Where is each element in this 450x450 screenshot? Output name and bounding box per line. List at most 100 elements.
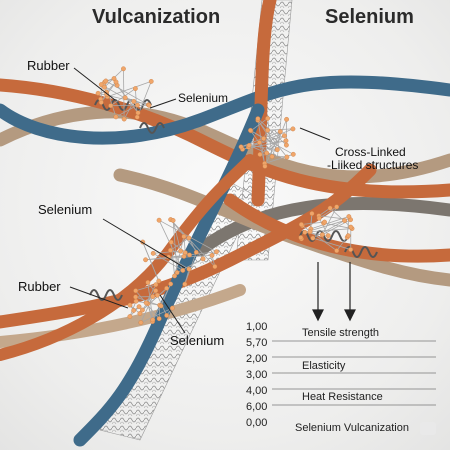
selenium-atom	[269, 154, 275, 159]
leader-selenium-mid	[102, 218, 186, 269]
selenium-atom	[327, 205, 333, 211]
selenium-atom	[133, 298, 139, 304]
leader-rubber-bottom	[69, 286, 129, 309]
selenium-atom	[121, 116, 127, 122]
atom-bond	[183, 236, 186, 253]
atom-bond	[250, 118, 268, 132]
atom-bond	[142, 241, 160, 282]
selenium-atom	[98, 82, 104, 87]
selenium-atom	[133, 288, 139, 294]
label-selenium-bottom: Selenium	[170, 333, 225, 348]
selenium-atom	[193, 249, 199, 255]
selenium-atom	[248, 127, 253, 133]
selenium-atom	[182, 281, 188, 287]
atom-bond	[145, 254, 213, 261]
spring-coil-top	[94, 99, 152, 111]
selenium-atom	[156, 278, 162, 284]
atom-bond	[140, 307, 173, 323]
selenium-atom	[135, 110, 141, 116]
atom-bond	[271, 119, 287, 157]
table-tick: 6,00	[246, 401, 268, 413]
selenium-atom	[182, 250, 188, 256]
atom-bond	[318, 206, 337, 219]
selenium-atom	[111, 76, 117, 81]
atom-bond	[267, 118, 273, 157]
row-tensile-strength: Tensile strength	[302, 327, 380, 339]
selenium-atom	[342, 218, 347, 223]
atom-bond	[135, 284, 156, 292]
atom-bond	[147, 282, 158, 296]
selenium-atom	[334, 248, 340, 254]
selenium-atom-cluster	[95, 66, 154, 122]
atom-bond	[309, 228, 353, 233]
table-tick: 5,70	[246, 337, 268, 349]
atom-bond	[318, 218, 329, 236]
copper-fiber-right	[223, 193, 450, 263]
selenium-atom	[150, 317, 156, 323]
leader-rubber-top	[73, 67, 116, 101]
selenium-atom	[348, 224, 354, 230]
selenium-atom-cluster	[140, 217, 219, 287]
selenium-atom	[178, 248, 184, 254]
atom-bond	[248, 135, 285, 148]
table-tick: 0,00	[246, 417, 268, 429]
selenium-atom	[145, 280, 151, 285]
atom-bond	[312, 220, 345, 239]
selenium-atom	[334, 204, 340, 210]
selenium-atom	[283, 138, 289, 144]
selenium-atom	[135, 102, 140, 108]
selenium-atom	[257, 152, 263, 157]
selenium-atom	[131, 99, 137, 104]
selenium-atom	[164, 313, 170, 318]
copper-fiber-vertical	[251, 0, 277, 207]
atom-bond	[142, 287, 167, 311]
selenium-atom	[138, 320, 144, 325]
title-selenium: Selenium	[325, 6, 414, 28]
selenium-atom	[132, 86, 138, 91]
selenium-atom-cluster	[238, 115, 296, 169]
label-selenium-mid: Selenium	[38, 202, 93, 217]
title-vulcanization: Vulcanization	[92, 6, 221, 28]
selenium-atom	[255, 116, 261, 122]
row-heat-resistance: Heat Resistance	[302, 391, 383, 403]
atom-bond	[147, 282, 154, 320]
selenium-atom	[127, 302, 133, 308]
selenium-atom	[174, 270, 180, 275]
atom-bond	[125, 97, 150, 106]
table-tick: 3,00	[246, 369, 268, 381]
selenium-atom	[121, 66, 126, 72]
selenium-atom	[316, 215, 322, 221]
selenium-atom	[264, 150, 270, 156]
selenium-atom	[164, 285, 170, 291]
atom-bond	[140, 296, 154, 323]
table-footer: Selenium Vulcanization	[295, 422, 409, 434]
selenium-atom	[284, 154, 290, 160]
selenium-atom	[113, 114, 119, 120]
label-rubber-top: Rubber	[27, 58, 70, 73]
selenium-atom	[298, 235, 304, 240]
selenium-atom	[290, 151, 296, 157]
selenium-atom	[143, 257, 148, 263]
selenium-atom	[277, 129, 283, 134]
selenium-atom	[131, 307, 137, 313]
selenium-atom	[322, 219, 327, 225]
selenium-atom	[146, 102, 152, 108]
atom-bond	[101, 84, 138, 106]
selenium-atom	[169, 305, 175, 311]
selenium-atom	[310, 235, 316, 241]
selenium-atom	[102, 84, 107, 90]
atom-bond	[153, 253, 184, 271]
selenium-atom	[170, 218, 176, 223]
selenium-atom	[309, 211, 315, 216]
leader-crosslinked	[299, 127, 331, 141]
label-selenium-top: Selenium	[178, 91, 229, 105]
selenium-atom	[290, 126, 296, 132]
selenium-atom	[134, 114, 140, 120]
selenium-atom	[265, 127, 270, 133]
selenium-atom	[187, 252, 192, 258]
atom-bond	[170, 219, 216, 267]
atom-bond	[257, 120, 288, 158]
spring-coil-bottom	[89, 289, 123, 301]
selenium-atom	[186, 266, 192, 272]
